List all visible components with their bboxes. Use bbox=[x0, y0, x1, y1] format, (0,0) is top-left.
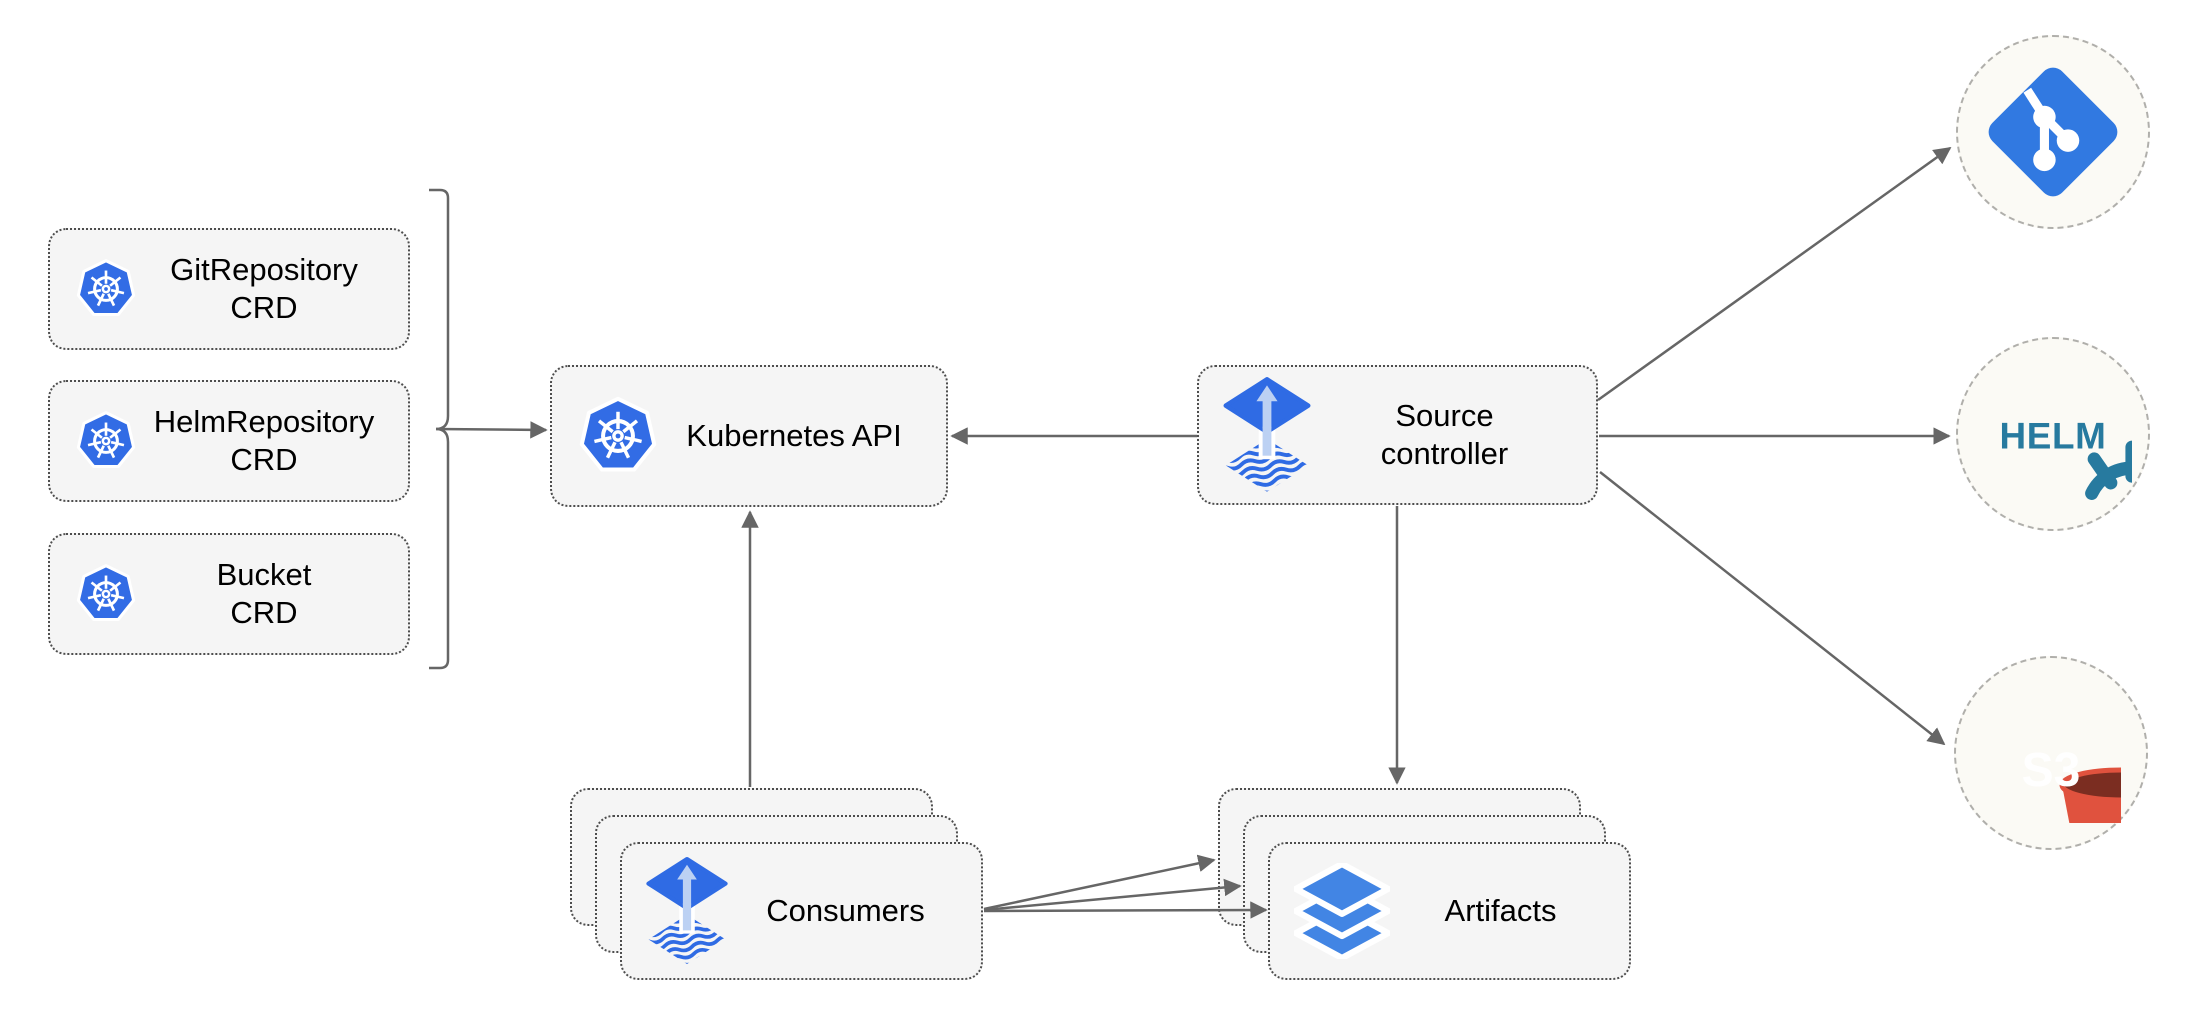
kubernetes-icon bbox=[74, 409, 138, 473]
arrow-consumers-to-artifacts-2 bbox=[983, 878, 1242, 912]
crd-label-line1: Bucket bbox=[216, 557, 312, 592]
source-controller-label-line2: controller bbox=[1380, 436, 1509, 471]
kubernetes-api-label: Kubernetes API bbox=[686, 418, 902, 453]
layers-icon bbox=[1294, 863, 1390, 959]
node-label: HelmRepository CRD bbox=[138, 403, 390, 479]
node-label: Kubernetes API bbox=[660, 417, 928, 455]
crd-label-line2: CRD bbox=[230, 595, 298, 630]
kubernetes-icon bbox=[74, 257, 138, 321]
node-artifacts: Artifacts bbox=[1268, 842, 1631, 980]
node-label: Consumers bbox=[728, 892, 963, 930]
s3-label: S3 bbox=[2022, 744, 2081, 797]
consumers-label: Consumers bbox=[766, 893, 925, 928]
node-helmrepository-crd: HelmRepository CRD bbox=[48, 380, 410, 502]
crd-label-line2: CRD bbox=[230, 290, 298, 325]
node-label: Artifacts bbox=[1390, 892, 1611, 930]
arrow-crds-to-kubernetes-api bbox=[435, 421, 548, 439]
s3-bucket-icon: S3 bbox=[2022, 744, 2121, 823]
helm-label: HELM bbox=[1999, 415, 2106, 456]
flux-icon bbox=[1223, 374, 1311, 497]
node-kubernetes-api: Kubernetes API bbox=[550, 365, 948, 507]
arrow-source-controller-to-s3 bbox=[1599, 471, 1946, 746]
node-label: Source controller bbox=[1311, 397, 1578, 473]
kubernetes-icon bbox=[576, 394, 660, 478]
artifacts-label: Artifacts bbox=[1444, 893, 1557, 928]
node-label: Bucket CRD bbox=[138, 556, 390, 632]
crd-group-bracket bbox=[429, 188, 450, 670]
external-s3-circle: S3 bbox=[1954, 656, 2148, 850]
node-gitrepository-crd: GitRepository CRD bbox=[48, 228, 410, 350]
crd-label-line1: GitRepository bbox=[170, 252, 358, 287]
node-label: GitRepository CRD bbox=[138, 251, 390, 327]
node-source-controller: Source controller bbox=[1197, 365, 1598, 505]
flux-icon bbox=[646, 854, 728, 969]
crd-label-line2: CRD bbox=[230, 442, 298, 477]
node-consumers: Consumers bbox=[620, 842, 983, 980]
source-controller-label-line1: Source bbox=[1395, 398, 1494, 433]
arrow-consumers-to-artifacts-1 bbox=[983, 854, 1216, 911]
kubernetes-icon bbox=[74, 562, 138, 626]
external-helm-circle: HELM bbox=[1956, 337, 2150, 531]
helm-icon: HELM bbox=[1999, 415, 2132, 513]
crd-label-line1: HelmRepository bbox=[153, 404, 375, 439]
git-icon bbox=[1978, 57, 2128, 207]
node-bucket-crd: Bucket CRD bbox=[48, 533, 410, 655]
external-git-circle bbox=[1956, 35, 2150, 229]
arrow-source-controller-to-git bbox=[1597, 146, 1952, 402]
